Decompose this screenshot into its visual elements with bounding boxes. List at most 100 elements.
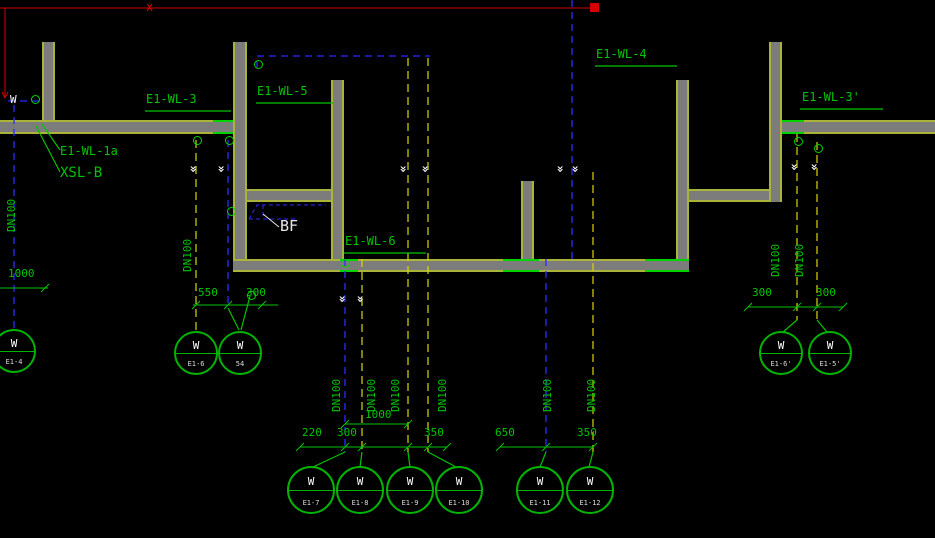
wall-segment bbox=[782, 120, 935, 134]
label-xsl-b: XSL-B bbox=[60, 165, 103, 181]
yellow-drain-pipes bbox=[195, 58, 818, 452]
wall-segment bbox=[676, 80, 689, 272]
dim-350-b: 350 bbox=[577, 426, 597, 439]
pipe-size-label: DN100 bbox=[181, 238, 194, 272]
connection-node bbox=[225, 136, 234, 145]
manhole-letter: W bbox=[586, 474, 594, 488]
manhole-letter: W bbox=[777, 339, 785, 352]
blue-drain-pipes bbox=[8, 0, 573, 452]
flow-arrow-icon: » bbox=[807, 163, 822, 171]
label-e1-wl-4: E1-WL-4 bbox=[596, 47, 647, 61]
flow-arrow-icon: » bbox=[335, 295, 350, 303]
flow-arrow-icon: » bbox=[396, 165, 411, 173]
manhole-e1-10: W E1-10 bbox=[435, 466, 483, 514]
label-e1-wl-5: E1-WL-5 bbox=[257, 84, 308, 98]
red-node-marker bbox=[590, 3, 599, 12]
label-bf: BF bbox=[280, 217, 299, 235]
manhole-tag: E1-4 bbox=[5, 358, 23, 367]
manhole-divider bbox=[437, 490, 481, 491]
manhole-letter: W bbox=[536, 474, 544, 488]
wall-segment bbox=[42, 42, 55, 134]
manhole-divider bbox=[761, 353, 801, 354]
manhole-divider bbox=[568, 490, 612, 491]
manhole-divider bbox=[289, 490, 333, 491]
connection-node bbox=[227, 207, 236, 216]
manhole-letter: W bbox=[192, 339, 200, 352]
wall-segment bbox=[689, 189, 769, 202]
flow-arrow-icon: » bbox=[186, 165, 201, 173]
manhole-e1-7: W E1-7 bbox=[287, 466, 335, 514]
dim-550: 550 bbox=[198, 286, 218, 299]
flow-arrow-icon: » bbox=[418, 165, 433, 173]
dim-300-mid: 300 bbox=[337, 426, 357, 439]
flow-arrow-icon: » bbox=[214, 165, 229, 173]
pipe-size-label: DN100 bbox=[769, 243, 782, 277]
connection-node bbox=[814, 144, 823, 153]
green-annotation-lines bbox=[35, 65, 883, 468]
connection-node bbox=[254, 60, 263, 69]
manhole-tag: E1-5' bbox=[819, 360, 841, 369]
manhole-letter: W bbox=[455, 474, 463, 488]
manhole-e1-6p: W E1-6' bbox=[759, 331, 803, 375]
pipe-size-label: DN100 bbox=[585, 378, 598, 412]
axis-label-x: x bbox=[146, 0, 154, 14]
wall-opening bbox=[782, 120, 804, 134]
label-e1-wl-3: E1-WL-3 bbox=[146, 92, 197, 106]
wall-opening bbox=[213, 120, 233, 134]
manhole-letter: W bbox=[356, 474, 364, 488]
wall-segment bbox=[247, 189, 331, 202]
w-riser-symbol: W bbox=[10, 93, 17, 106]
connection-node bbox=[31, 95, 40, 104]
manhole-divider bbox=[388, 490, 432, 491]
manhole-e1-9: W E1-9 bbox=[386, 466, 434, 514]
wall-segment bbox=[233, 42, 247, 272]
pipe-size-label: DN100 bbox=[330, 378, 343, 412]
flow-arrow-icon: » bbox=[568, 165, 583, 173]
pipe-size-label: DN100 bbox=[793, 243, 806, 277]
manhole-e1-4: W E1-4 bbox=[0, 329, 36, 373]
dim-300-right-2: 300 bbox=[816, 286, 836, 299]
red-axis-lines bbox=[0, 7, 598, 99]
flow-arrow-icon: » bbox=[353, 295, 368, 303]
label-e1-wl-1a: E1-WL-1a bbox=[60, 144, 118, 158]
manhole-letter: W bbox=[826, 339, 834, 352]
manhole-tag: E1-7 bbox=[302, 498, 320, 507]
connection-node bbox=[193, 136, 202, 145]
dim-350-a: 350 bbox=[424, 426, 444, 439]
wall-segment bbox=[769, 42, 782, 202]
manhole-letter: W bbox=[236, 339, 244, 352]
pipe-size-label: DN100 bbox=[5, 198, 18, 232]
manhole-divider bbox=[0, 351, 34, 352]
wall-segment bbox=[0, 120, 233, 134]
manhole-tag: E1-12 bbox=[579, 498, 601, 507]
wall-segment bbox=[331, 80, 344, 272]
manhole-54: W 54 bbox=[218, 331, 262, 375]
manhole-divider bbox=[176, 353, 216, 354]
manhole-divider bbox=[518, 490, 562, 491]
manhole-tag: E1-10 bbox=[448, 498, 470, 507]
connection-node bbox=[341, 259, 350, 268]
manhole-tag: E1-6' bbox=[770, 360, 792, 369]
manhole-e1-12: W E1-12 bbox=[566, 466, 614, 514]
flow-arrow-icon: » bbox=[553, 165, 568, 173]
connection-node bbox=[247, 291, 256, 300]
manhole-e1-6: W E1-6 bbox=[174, 331, 218, 375]
manhole-divider bbox=[338, 490, 382, 491]
green-dimension-lines bbox=[0, 283, 848, 452]
bf-fixture-outline bbox=[248, 204, 326, 220]
manhole-letter: W bbox=[307, 474, 315, 488]
wall-segment bbox=[521, 181, 534, 259]
manhole-tag: 54 bbox=[235, 360, 245, 369]
manhole-e1-11: W E1-11 bbox=[516, 466, 564, 514]
manhole-letter: W bbox=[10, 337, 18, 350]
manhole-divider bbox=[220, 353, 260, 354]
manhole-letter: W bbox=[406, 474, 414, 488]
dim-1000-mid: 1000 bbox=[365, 408, 392, 421]
flow-arrow-icon: » bbox=[787, 163, 802, 171]
label-e1-wl-6: E1-WL-6 bbox=[345, 234, 396, 248]
dim-300-right-1: 300 bbox=[752, 286, 772, 299]
pipe-size-label: DN100 bbox=[436, 378, 449, 412]
manhole-e1-8: W E1-8 bbox=[336, 466, 384, 514]
